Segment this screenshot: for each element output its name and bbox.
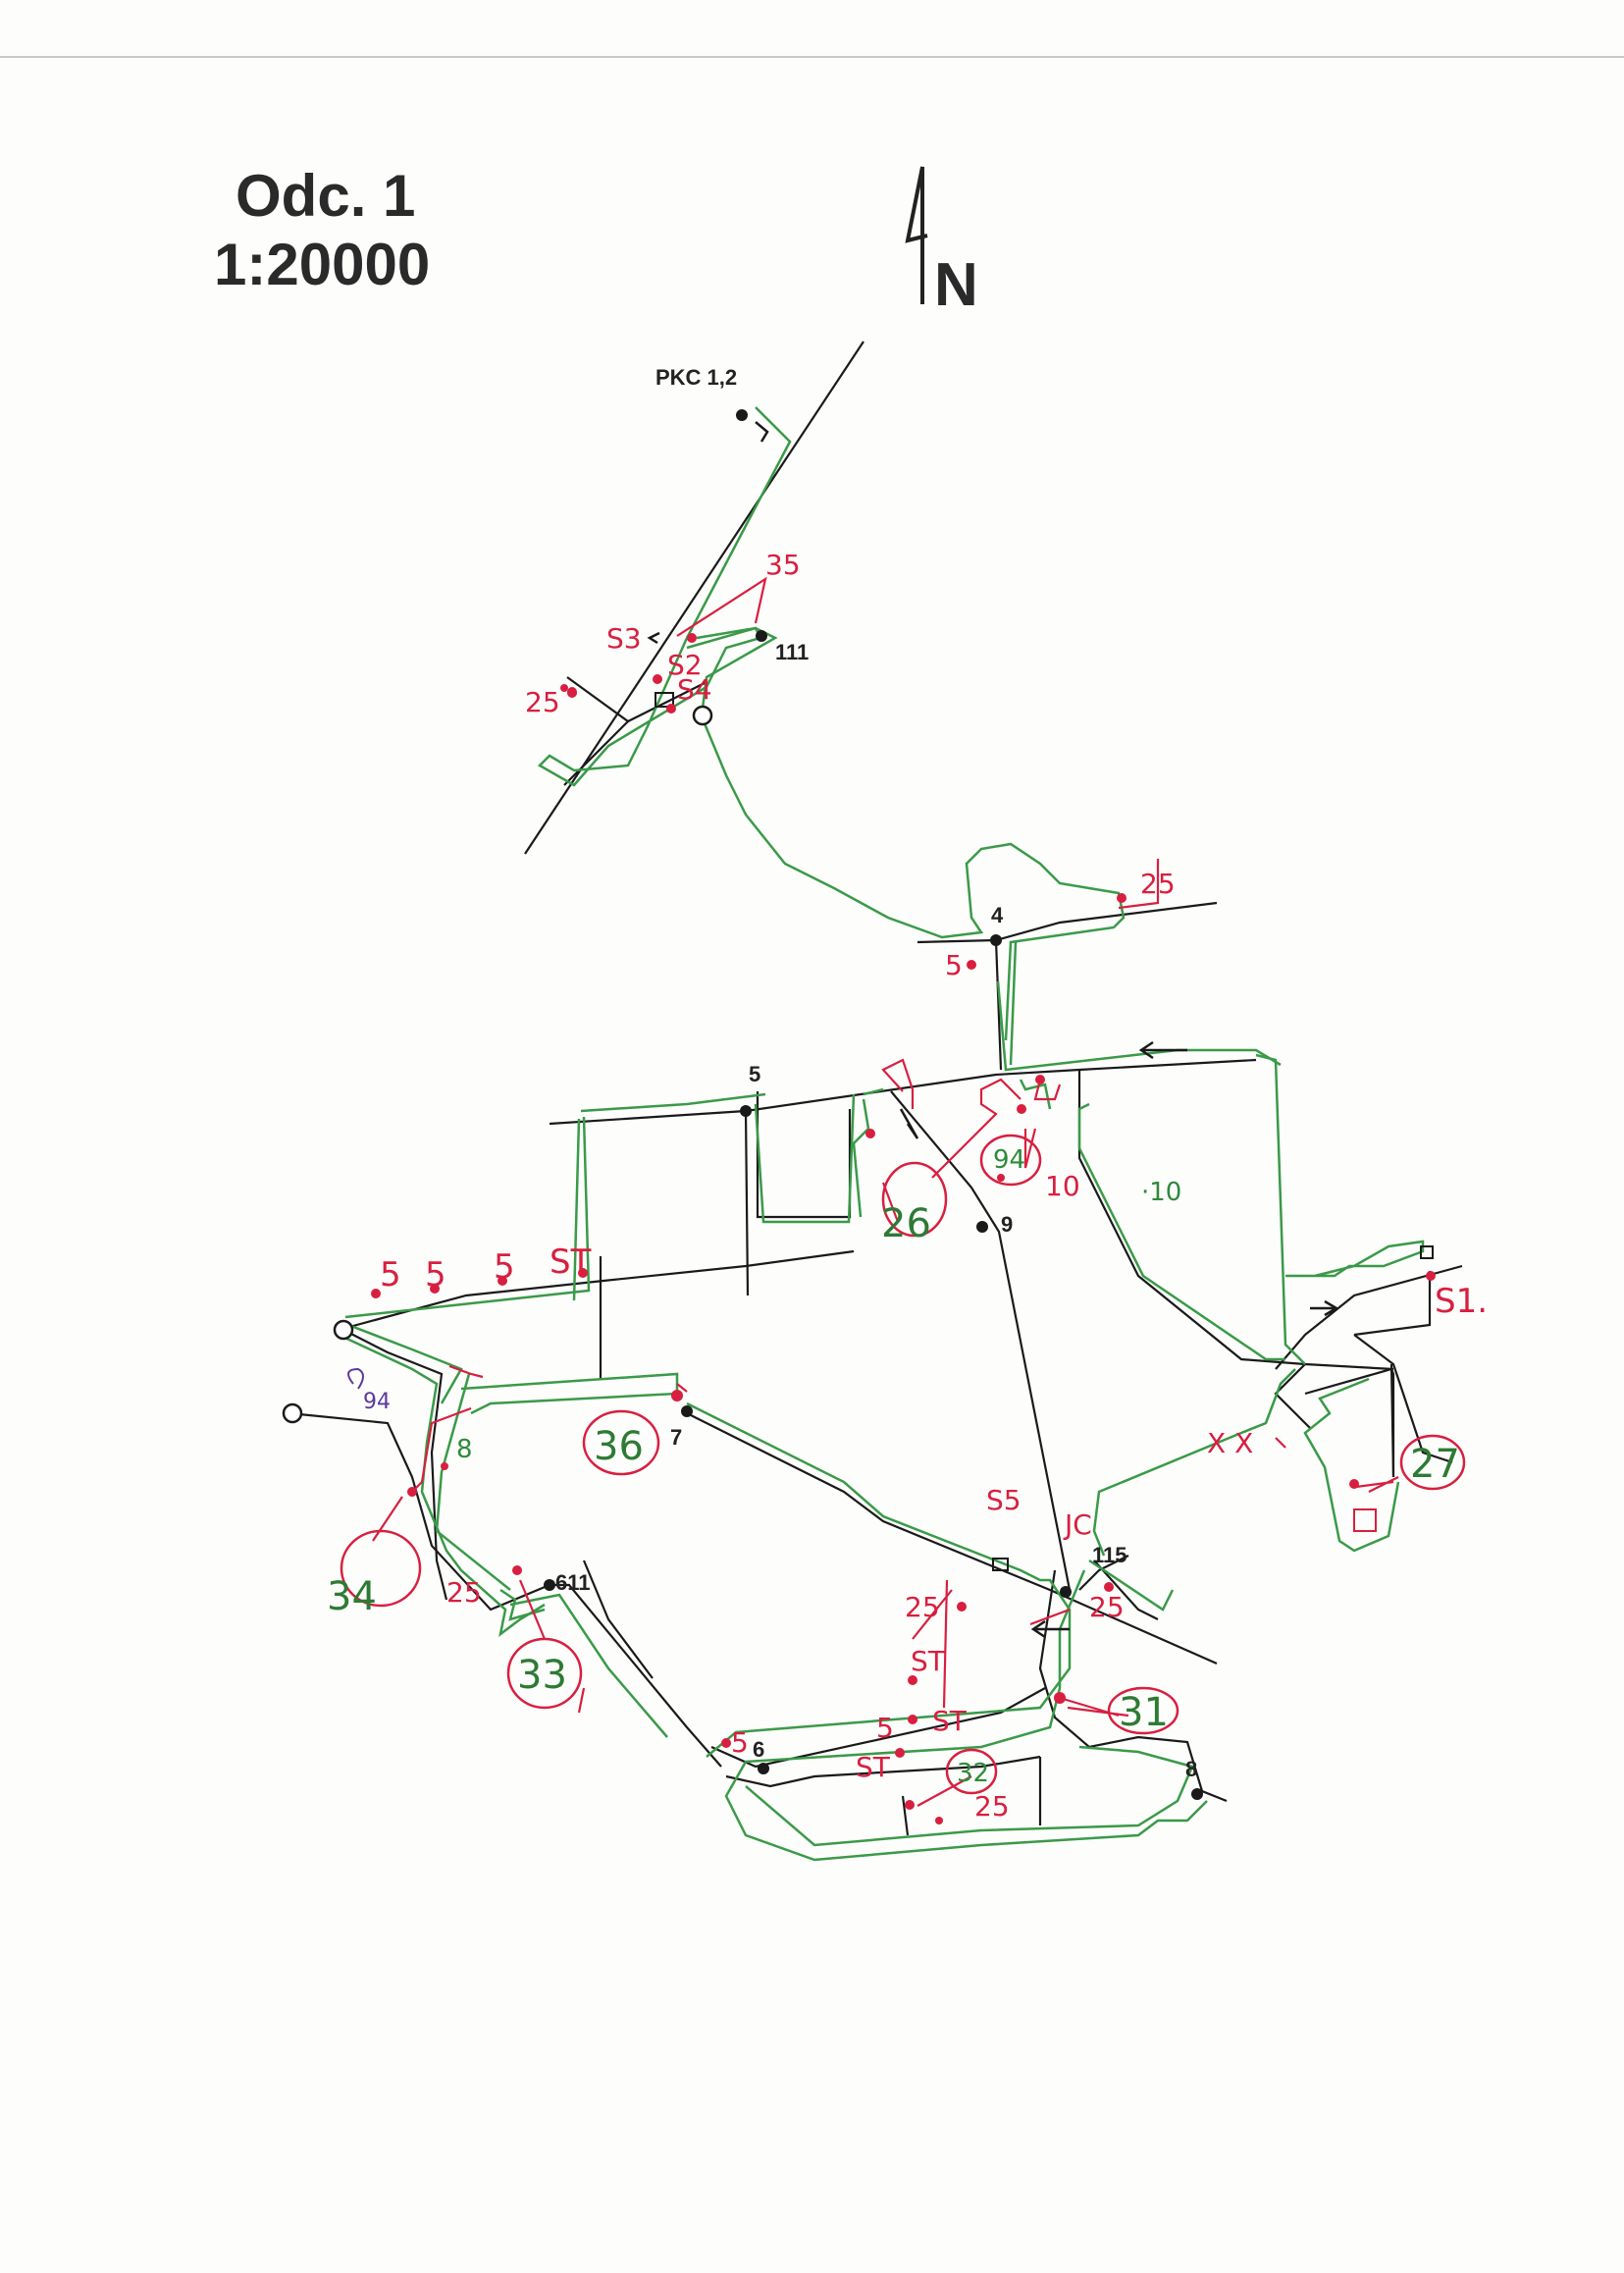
red-s3: S3 <box>606 622 642 655</box>
circled-markers <box>340 1134 1466 1795</box>
route-arrows <box>647 421 1339 1639</box>
red-s5: S5 <box>986 1484 1022 1516</box>
label-7: 7 <box>670 1425 682 1450</box>
red-25-611: 25 <box>446 1576 482 1609</box>
red-5-st: 5 <box>876 1712 894 1744</box>
red-10: 10 <box>1045 1170 1080 1202</box>
label-111: 111 <box>775 640 809 664</box>
circled-26: 26 <box>881 1201 931 1246</box>
label-start: PKC 1,2 <box>655 365 737 390</box>
label-115: 115 <box>1092 1543 1127 1567</box>
circled-94: 94 <box>993 1145 1025 1175</box>
circled-33: 33 <box>517 1653 567 1698</box>
label-5: 5 <box>749 1062 760 1086</box>
circled-31: 31 <box>1119 1690 1169 1735</box>
red-st-a: ST <box>550 1242 592 1282</box>
purple-loop <box>347 1367 364 1390</box>
point-start <box>736 409 748 421</box>
red-25-bottom: 25 <box>974 1790 1010 1823</box>
control-points <box>544 409 1203 1800</box>
scale-text: 1:20000 <box>214 232 431 297</box>
red-25-115: 25 <box>1089 1591 1125 1623</box>
red-marks <box>372 576 1399 1807</box>
red-st-d: ST <box>856 1751 891 1783</box>
label-9: 9 <box>1001 1212 1013 1237</box>
label-4: 4 <box>991 903 1004 927</box>
red-25-top: 25 <box>525 686 560 718</box>
red-s1: S1. <box>1435 1282 1488 1321</box>
red-35: 35 <box>765 549 801 581</box>
green-8: 8 <box>456 1435 473 1464</box>
circled-32: 32 <box>957 1759 989 1788</box>
red-s2: S2 <box>667 649 703 681</box>
red-s4: S4 <box>677 673 712 706</box>
circled-36: 36 <box>594 1424 644 1469</box>
label-6: 6 <box>753 1737 764 1762</box>
north-label: N <box>934 251 978 319</box>
red-st-b: ST <box>911 1645 946 1677</box>
red-jc: JC <box>1063 1508 1092 1541</box>
label-611: 611 <box>555 1570 591 1595</box>
circled-27: 27 <box>1410 1442 1460 1487</box>
red-5-p6: 5 <box>731 1726 749 1759</box>
red-25-mid: 25 <box>905 1591 940 1623</box>
open-nodes <box>282 705 713 1424</box>
route-green <box>338 406 1425 1862</box>
red-5-c: 5 <box>494 1247 515 1287</box>
red-25-p4: 25 <box>1140 868 1176 900</box>
stage-title: Odc. 1 <box>236 163 416 229</box>
roads <box>288 341 1463 1836</box>
circled-34: 34 <box>327 1574 377 1619</box>
red-st-c: ST <box>932 1705 968 1737</box>
red-5-b: 5 <box>425 1255 446 1295</box>
route-boxes <box>655 692 1434 1571</box>
green-10: ·10 <box>1141 1178 1181 1207</box>
red-dots <box>371 633 1436 1824</box>
label-8: 8 <box>1185 1757 1197 1781</box>
red-5-p4: 5 <box>945 949 963 981</box>
north-arrow-icon <box>905 166 928 304</box>
purple-94: 94 <box>363 1390 391 1414</box>
red-xx: X X <box>1207 1427 1253 1459</box>
red-5-a: 5 <box>380 1255 401 1295</box>
